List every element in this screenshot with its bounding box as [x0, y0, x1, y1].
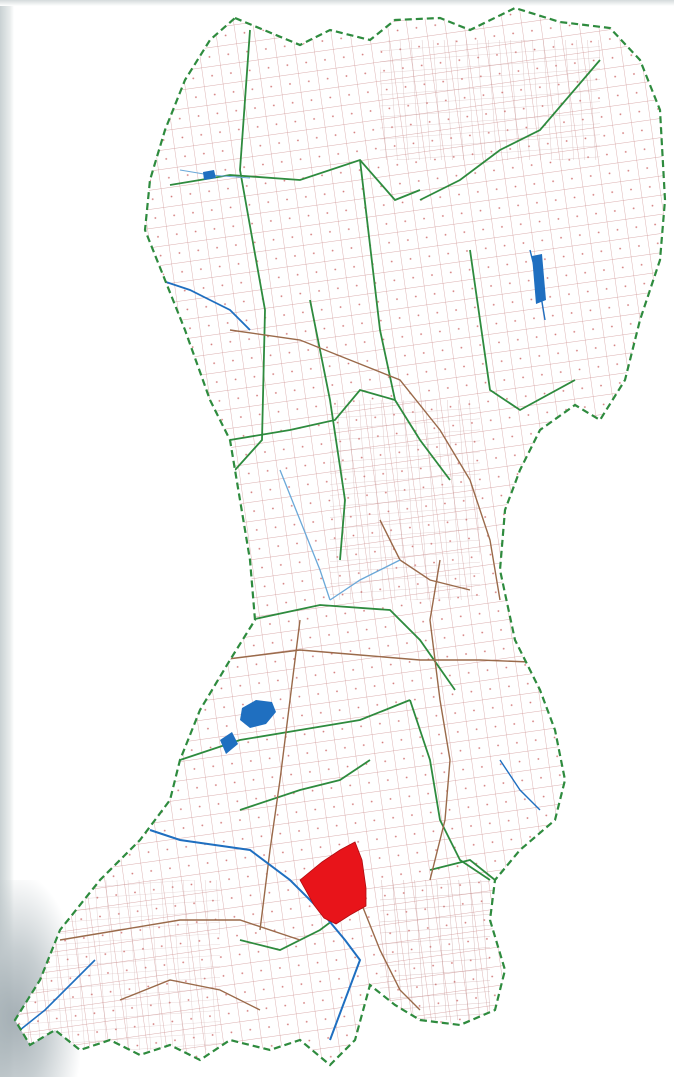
lake-large — [240, 700, 276, 728]
highlighted-parcel[interactable] — [299, 841, 367, 925]
rivers — [19, 169, 546, 1041]
pond-north — [203, 170, 216, 180]
reservoir-east — [532, 254, 546, 304]
fine-grid-settlement — [380, 880, 490, 1020]
fine-grid-southwest — [20, 880, 220, 1050]
top-edge-shading — [0, 0, 674, 6]
lake-small — [220, 732, 238, 754]
fine-grid-north — [380, 40, 600, 160]
left-edge-shading — [0, 0, 14, 1077]
roads — [59, 329, 531, 1011]
lakes — [203, 170, 546, 754]
fine-grid-center — [330, 400, 480, 600]
